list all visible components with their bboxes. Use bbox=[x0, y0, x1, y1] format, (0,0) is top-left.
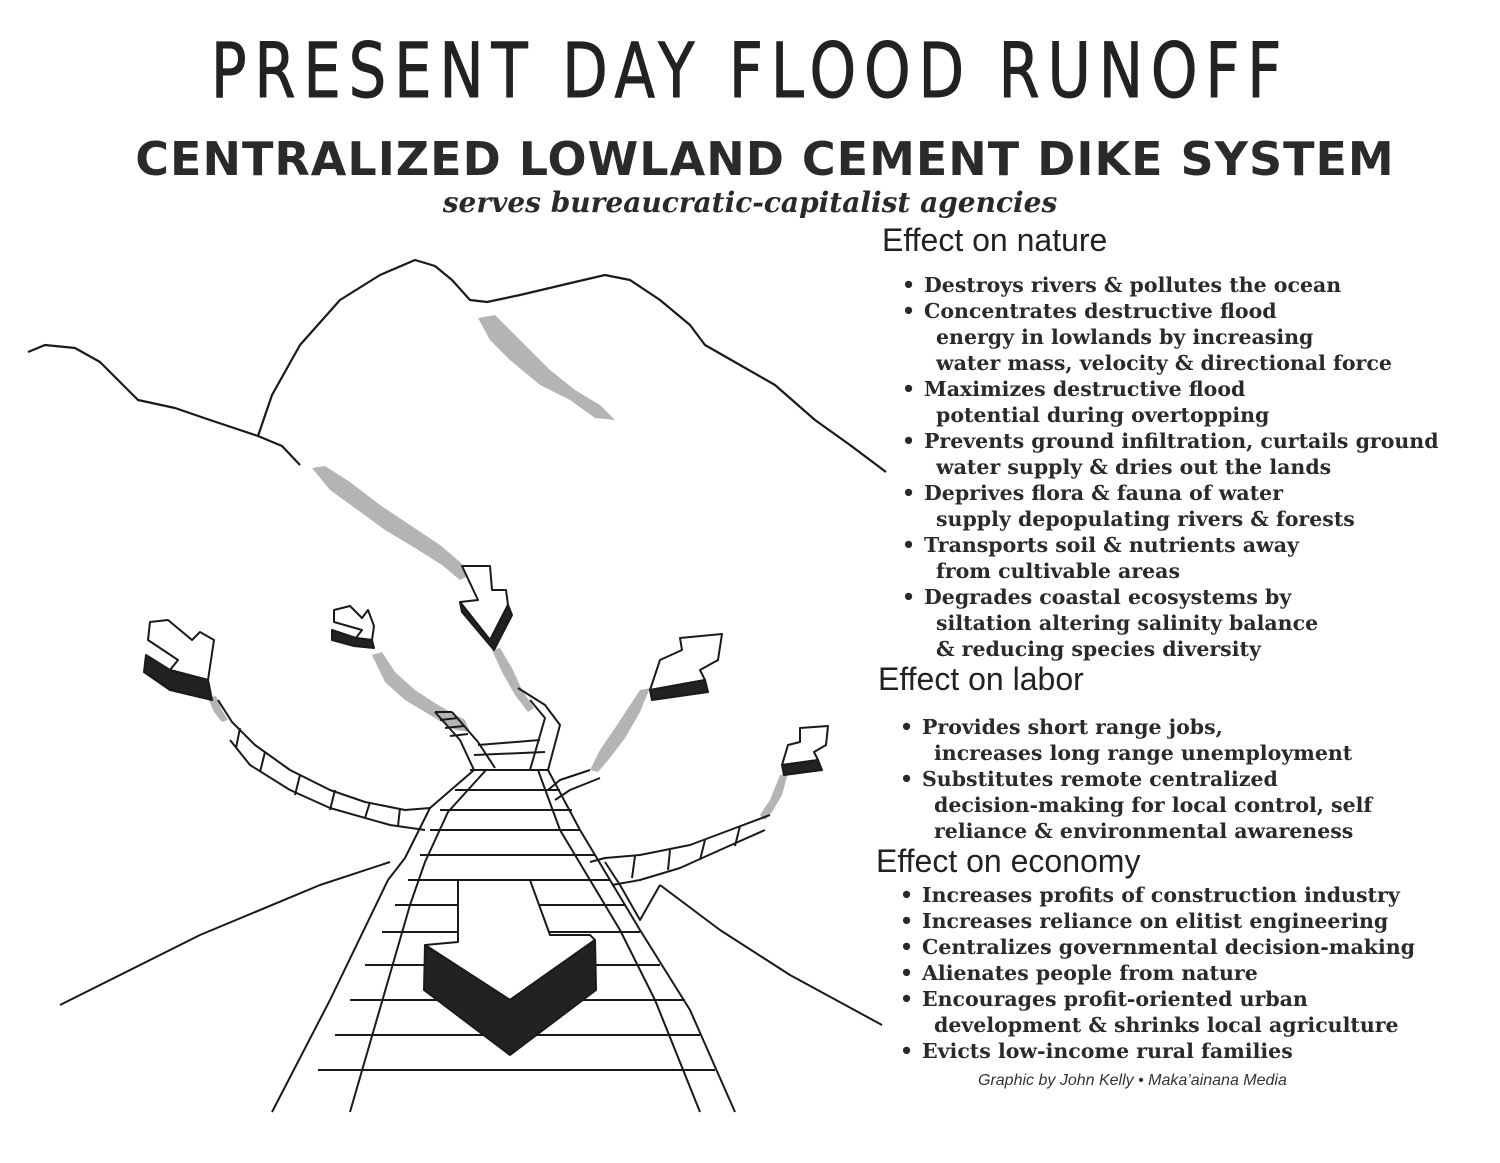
stream-left-center bbox=[372, 652, 470, 732]
item-line: Increases reliance on elitist engineerin… bbox=[922, 909, 1389, 933]
arrow-down-center bbox=[459, 565, 513, 651]
stream-right bbox=[590, 688, 650, 772]
list-item: Increases profits of construction indust… bbox=[900, 882, 1415, 908]
stream-far-left bbox=[208, 696, 228, 722]
arrow-main-down bbox=[423, 879, 597, 1056]
item-line: Prevents ground infiltration, curtails g… bbox=[924, 429, 1439, 453]
tributary-left-ticks bbox=[235, 727, 401, 827]
list-item: Degrades coastal ecosystems bysiltation … bbox=[902, 584, 1439, 662]
item-line: energy in lowlands by increasing bbox=[936, 325, 1314, 349]
channel-inner-left bbox=[349, 769, 487, 1113]
stream-center-lower bbox=[492, 648, 534, 712]
item-line: Centralizes governmental decision-making bbox=[922, 935, 1416, 959]
channel-upper-right-wall bbox=[517, 687, 561, 771]
item-line: reliance & environmental awareness bbox=[934, 819, 1354, 843]
list-item: Destroys rivers & pollutes the ocean bbox=[902, 272, 1439, 298]
bank-left-outer bbox=[59, 861, 391, 1006]
item-line: development & shrinks local agriculture bbox=[934, 1013, 1399, 1037]
item-line: increases long range unemployment bbox=[934, 741, 1353, 765]
tributary-left-center bbox=[435, 711, 469, 737]
item-line: Evicts low-income rural families bbox=[922, 1039, 1293, 1063]
tributary-right bbox=[547, 769, 771, 886]
list-item: Centralizes governmental decision-making bbox=[900, 934, 1415, 960]
item-line: from cultivable areas bbox=[936, 559, 1180, 583]
list-item: Substitutes remote centralizeddecision-m… bbox=[900, 766, 1372, 844]
mountain-peak-ridge bbox=[256, 258, 887, 473]
item-line: Substitutes remote centralized bbox=[922, 767, 1278, 791]
item-line: Transports soil & nutrients away bbox=[924, 533, 1299, 557]
arrow-small-left-center bbox=[331, 605, 375, 649]
arrow-left-diagonal bbox=[143, 619, 215, 701]
page-subtitle: CENTRALIZED LOWLAND CEMENT DIKE SYSTEM bbox=[135, 132, 1395, 186]
channel-upper-left-wall bbox=[434, 711, 475, 771]
item-line: Alienates people from nature bbox=[922, 961, 1258, 985]
item-line: Concentrates destructive flood bbox=[924, 299, 1277, 323]
item-line: Encourages profit-oriented urban bbox=[922, 987, 1308, 1011]
bank-right-inner bbox=[604, 861, 661, 921]
arrow-far-right bbox=[781, 725, 829, 776]
stream-far-right bbox=[760, 773, 788, 820]
item-line: Maximizes destructive flood bbox=[924, 377, 1246, 401]
item-line: Increases profits of construction indust… bbox=[922, 883, 1400, 907]
list-effect-nature: Destroys rivers & pollutes the ocean Con… bbox=[902, 272, 1439, 662]
heading-effect-economy: Effect on economy bbox=[876, 843, 1141, 879]
item-line: Deprives flora & fauna of water bbox=[924, 481, 1284, 505]
item-line: Provides short range jobs, bbox=[922, 715, 1223, 739]
tagline: serves bureaucratic-capitalist agencies bbox=[442, 186, 1058, 219]
bank-right-outer bbox=[659, 884, 883, 1026]
item-line: siltation altering salinity balance bbox=[936, 611, 1319, 635]
stream-peak bbox=[478, 315, 615, 420]
page-title: PRESENT DAY FLOOD RUNOFF bbox=[210, 26, 1290, 116]
item-line: potential during overtopping bbox=[936, 403, 1270, 427]
list-item: Provides short range jobs,increases long… bbox=[900, 714, 1372, 766]
item-line: decision-making for local control, self bbox=[934, 793, 1373, 817]
item-line: Destroys rivers & pollutes the ocean bbox=[924, 273, 1342, 297]
tributary-right-ticks bbox=[631, 825, 741, 879]
list-item: Alienates people from nature bbox=[900, 960, 1415, 986]
list-effect-labor: Provides short range jobs,increases long… bbox=[900, 714, 1372, 844]
list-item: Evicts low-income rural families bbox=[900, 1038, 1415, 1064]
tributary-left bbox=[217, 699, 431, 831]
item-line: water supply & dries out the lands bbox=[936, 455, 1332, 479]
list-effect-economy: Increases profits of construction indust… bbox=[900, 882, 1415, 1064]
item-line: & reducing species diversity bbox=[936, 637, 1261, 661]
arrow-right-diagonal bbox=[649, 633, 723, 701]
stream-center bbox=[312, 466, 470, 580]
mountain-left-ridge bbox=[27, 343, 301, 466]
list-item: Encourages profit-oriented urbandevelopm… bbox=[900, 986, 1415, 1038]
item-line: Degrades coastal ecosystems by bbox=[924, 585, 1292, 609]
channel-left-edge bbox=[271, 769, 475, 1113]
heading-effect-nature: Effect on nature bbox=[882, 222, 1108, 258]
item-line: supply depopulating rivers & forests bbox=[936, 507, 1355, 531]
list-item: Increases reliance on elitist engineerin… bbox=[900, 908, 1415, 934]
item-line: water mass, velocity & directional force bbox=[936, 351, 1392, 375]
list-item: Prevents ground infiltration, curtails g… bbox=[902, 428, 1439, 480]
heading-effect-labor: Effect on labor bbox=[878, 661, 1084, 697]
graphic-credit: Graphic by John Kelly • Maka’ainana Medi… bbox=[978, 1072, 1287, 1089]
